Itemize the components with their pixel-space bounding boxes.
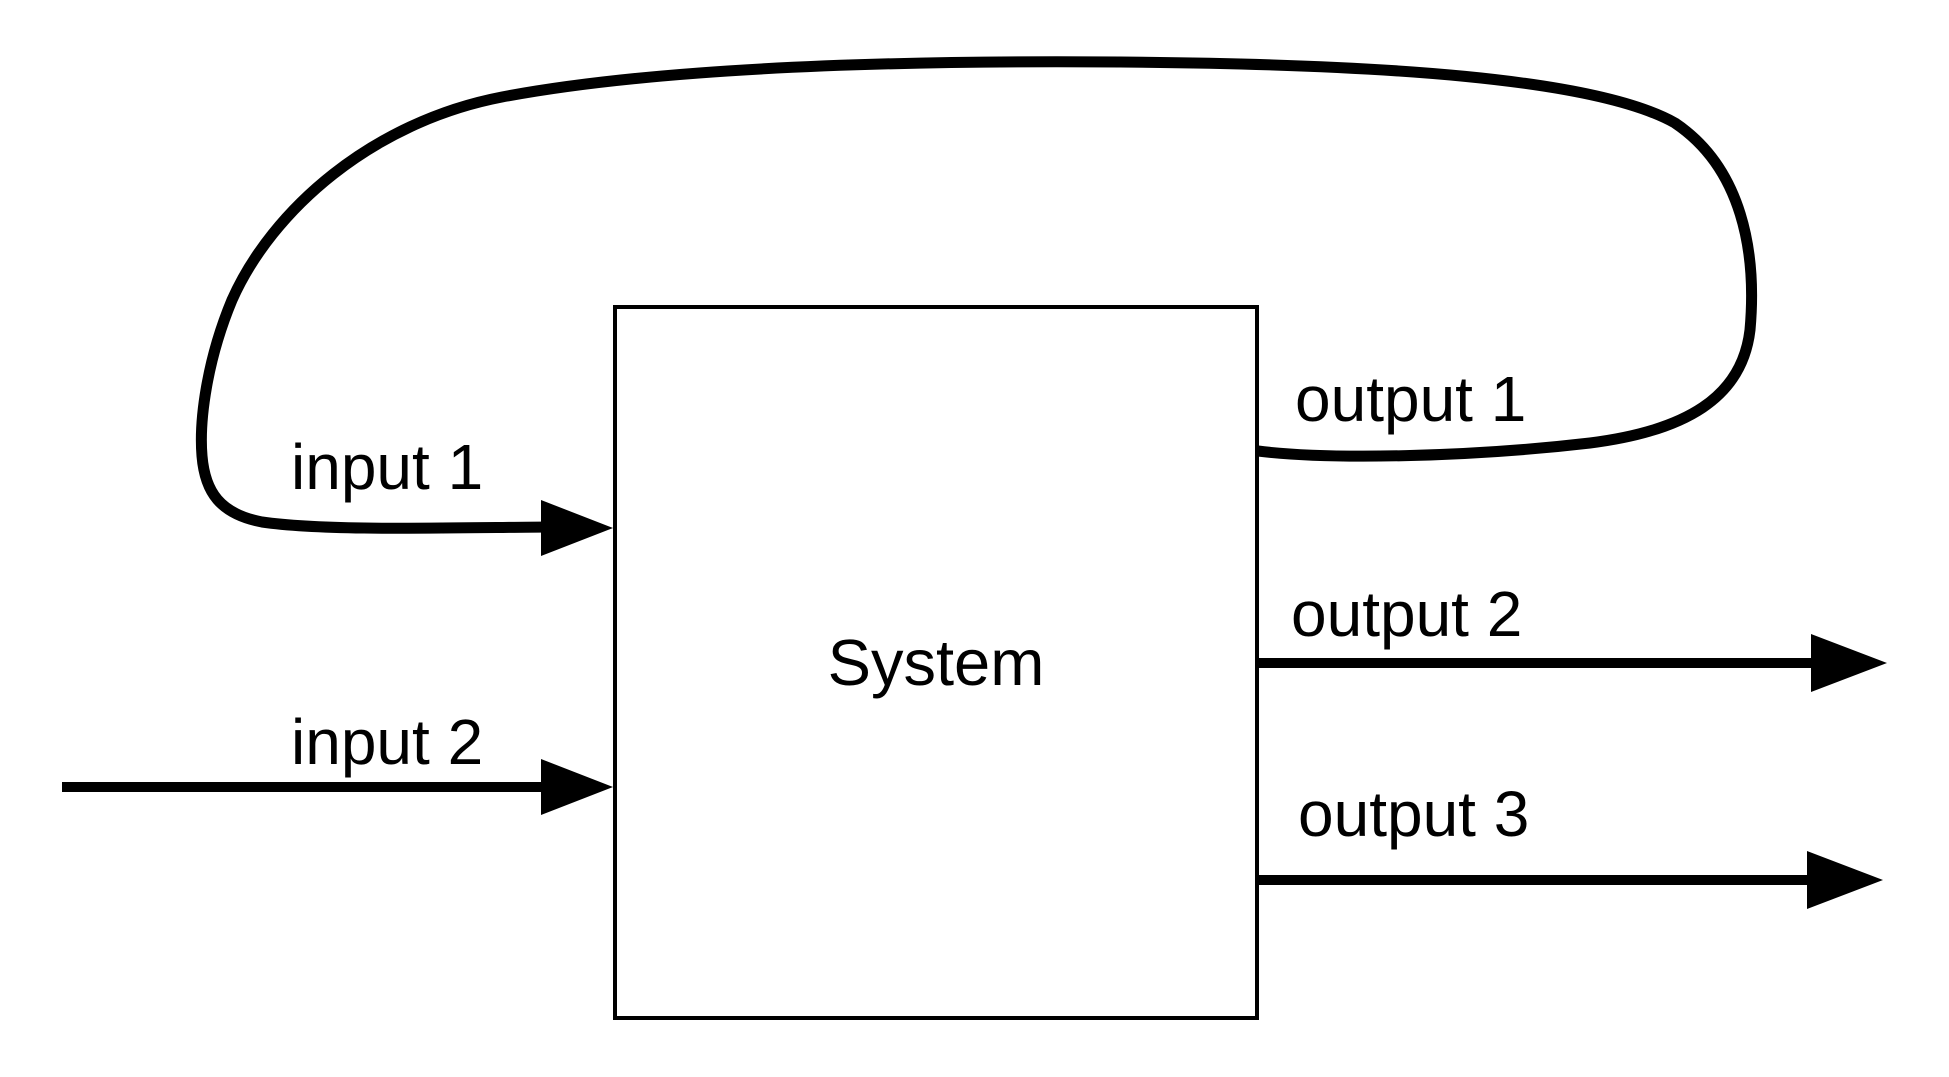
output-1-label: output 1 bbox=[1295, 363, 1527, 435]
output-3-arrowhead bbox=[1807, 851, 1883, 909]
system-box-label: System bbox=[827, 626, 1045, 699]
feedback-loop-path bbox=[195, 56, 1758, 534]
input-1-label: input 1 bbox=[291, 431, 484, 503]
output-2-label: output 2 bbox=[1291, 578, 1523, 650]
input-1-arrowhead bbox=[541, 500, 613, 556]
input-2-label: input 2 bbox=[291, 706, 484, 778]
output-3-label: output 3 bbox=[1298, 778, 1530, 850]
system-box: System bbox=[613, 305, 1259, 1020]
output-2-arrowhead bbox=[1811, 634, 1887, 692]
input-2-arrowhead bbox=[541, 759, 613, 815]
